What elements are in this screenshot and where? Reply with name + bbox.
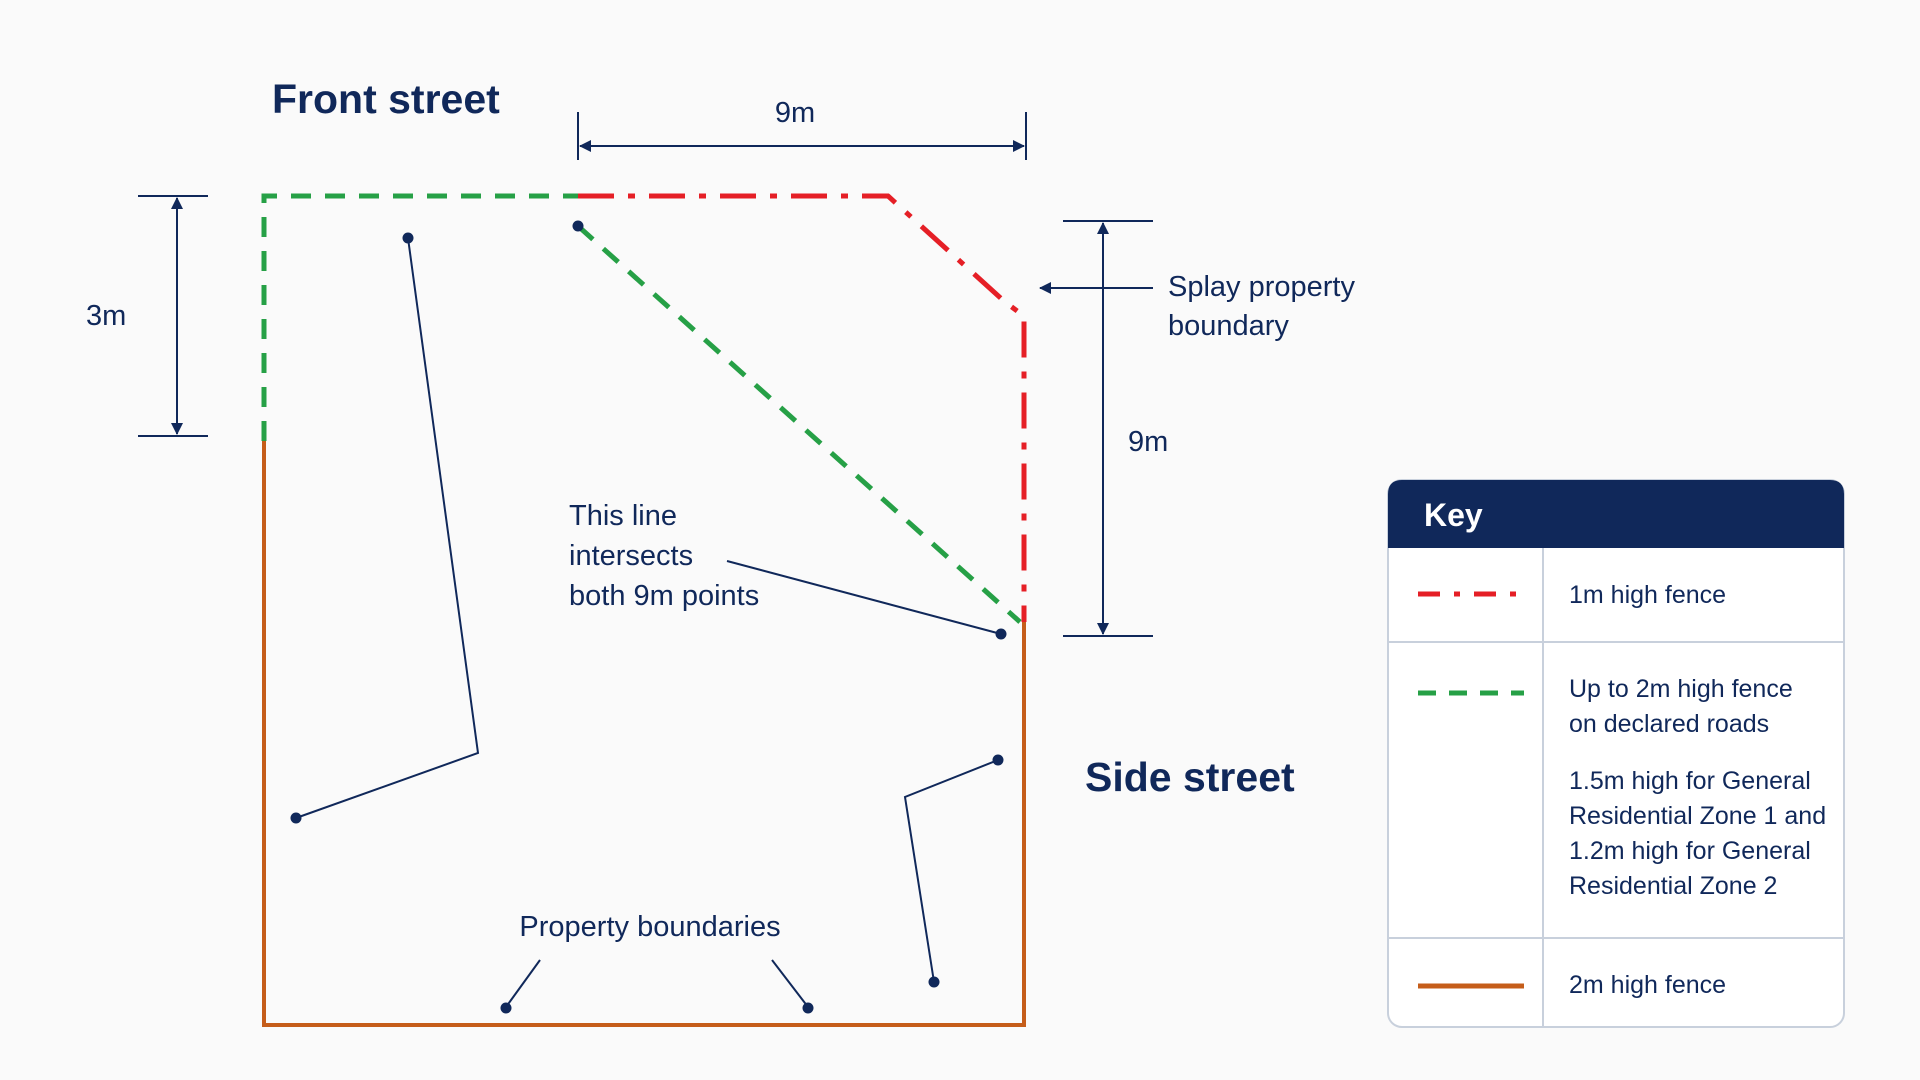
boundary-dot [802,1002,814,1014]
intersect-point-dot [995,628,1007,640]
intersect-callout: This line intersects both 9m points [569,500,1007,640]
boundary-dot [992,754,1004,766]
property-boundaries-callout: Property boundaries [500,911,814,1014]
key-item-2-extra-3: 1.2m high for General [1569,837,1811,865]
orange-fence-solid [262,441,1026,1027]
splay-label-line-2: boundary [1168,310,1289,342]
key-title: Key [1424,497,1483,533]
side-length-label: 9m [1128,426,1168,458]
key-item-2-extra-1: 1.5m high for General [1569,767,1811,795]
intersect-label-line-2: intersects [569,540,693,572]
front-street-heading: Front street [272,76,500,122]
property-boundary-lines [290,220,1004,988]
boundary-dot [402,232,414,244]
key-item-1-label: 1m high fence [1569,581,1726,609]
boundary-dot [500,1002,512,1014]
front-depth-label: 3m [86,300,126,332]
key-item-2-extra-2: Residential Zone 1 and [1569,802,1826,830]
property-boundaries-label: Property boundaries [519,911,780,943]
boundary-dot [572,220,584,232]
boundary-dot [290,812,302,824]
key-header [1388,480,1844,548]
side-street-heading: Side street [1085,754,1295,800]
intersect-label-line-3: both 9m points [569,580,759,612]
dimension-side-length: 9m [1063,220,1168,637]
front-width-label: 9m [775,97,815,129]
splay-label-line-1: Splay property [1168,271,1355,303]
key-item-2-extra-4: Residential Zone 2 [1569,872,1777,900]
key-box [1387,479,1845,1028]
key-item-2-line-2: on declared roads [1569,710,1769,738]
key-item-2-line-1: Up to 2m high fence [1569,675,1793,703]
splay-callout: Splay property boundary [1039,271,1355,342]
intersect-label-line-1: This line [569,500,677,532]
boundary-dot [928,976,940,988]
dimension-front-depth: 3m [86,195,208,437]
green-fence-diagonal [576,224,1022,624]
key-legend: Key 1m high fence Up to 2m high fence on… [1387,479,1845,1028]
fence-lines [261,193,1027,1027]
key-item-3-label: 2m high fence [1569,971,1726,999]
dimension-front-width: 9m [577,97,1027,160]
red-fence-splay [578,193,1027,622]
green-fence-front-left [261,193,578,441]
